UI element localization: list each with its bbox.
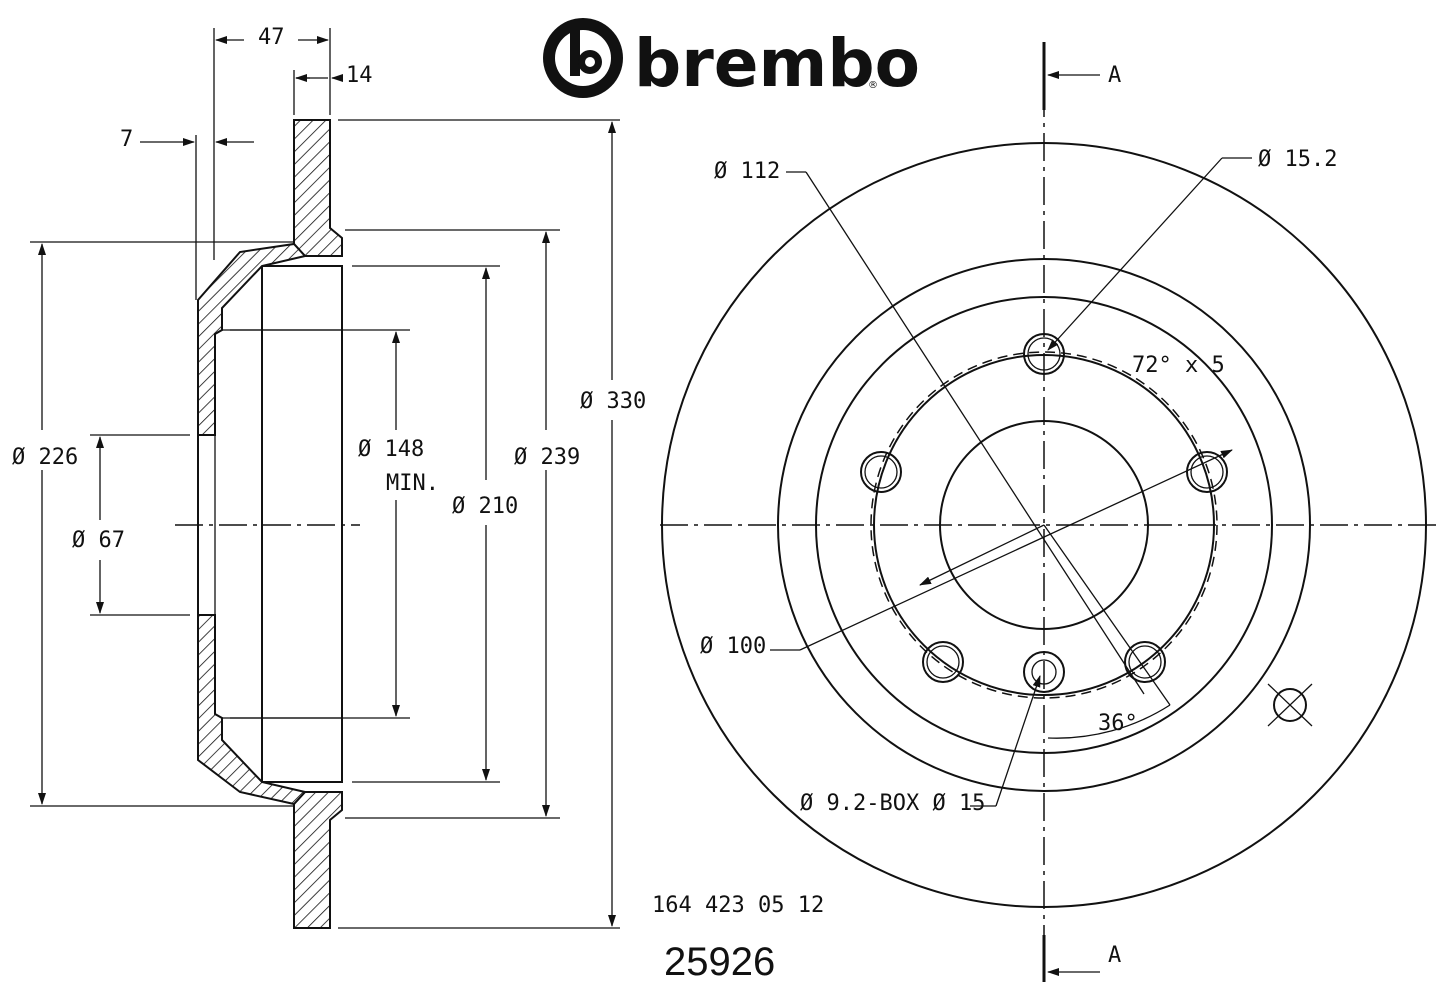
dim-overall-width: 47 bbox=[258, 25, 285, 50]
bolt-hole bbox=[1124, 641, 1166, 683]
dim-226: Ø 226 bbox=[12, 445, 78, 470]
bolt-hole bbox=[922, 641, 964, 683]
dim-112: Ø 112 bbox=[714, 159, 780, 184]
friction-inner-edge bbox=[777, 258, 1311, 792]
bolt-hole bbox=[1023, 333, 1065, 375]
dim-hat-thickness: 7 bbox=[120, 127, 133, 152]
disc-section-lower bbox=[293, 791, 343, 929]
dim-angle: 36° bbox=[1098, 711, 1138, 736]
hat-section-upper bbox=[197, 242, 307, 436]
section-marker-bottom: A bbox=[1108, 943, 1121, 968]
dim-disc-thickness: 14 bbox=[346, 63, 373, 88]
disc-section-upper bbox=[293, 119, 343, 257]
dim-drum-min-note: MIN. bbox=[386, 471, 439, 496]
dim-outer-diameter: Ø 330 bbox=[580, 389, 646, 414]
center-bore bbox=[939, 420, 1149, 630]
bolt-hole bbox=[1186, 451, 1228, 493]
balance-mark bbox=[1273, 688, 1307, 722]
locating-hole bbox=[1023, 651, 1065, 693]
registered-mark: ® bbox=[868, 80, 878, 91]
dim-thread: Ø 9.2-BOX Ø 15 bbox=[800, 791, 985, 816]
dim-210: Ø 210 bbox=[452, 494, 518, 519]
hat-inner bbox=[873, 354, 1215, 696]
catalog-number: 25926 bbox=[664, 940, 775, 984]
dim-center-bore: Ø 67 bbox=[72, 528, 125, 553]
outer-rim bbox=[661, 142, 1427, 908]
dim-pattern: 72° x 5 bbox=[1132, 353, 1225, 378]
bolt-circle bbox=[870, 351, 1218, 699]
hat-section-lower bbox=[197, 614, 307, 806]
brembo-logo: brembo ® bbox=[543, 18, 920, 102]
side-section-view: 47 14 7 Ø 330 Ø 226 Ø 67 Ø 148 MIN. Ø 21… bbox=[12, 25, 646, 929]
brand-name: brembo bbox=[634, 25, 920, 102]
dim-239: Ø 239 bbox=[514, 445, 580, 470]
dim-drum-min: Ø 148 bbox=[358, 437, 424, 462]
oe-number: 164 423 05 12 bbox=[652, 893, 824, 918]
bolt-hole bbox=[860, 451, 902, 493]
hat-outer bbox=[815, 296, 1273, 754]
section-marker-top: A bbox=[1108, 63, 1121, 88]
dim-100: Ø 100 bbox=[700, 634, 766, 659]
front-view: A A Ø 112 Ø 15.2 bbox=[660, 42, 1440, 982]
dim-hole: Ø 15.2 bbox=[1258, 147, 1337, 172]
